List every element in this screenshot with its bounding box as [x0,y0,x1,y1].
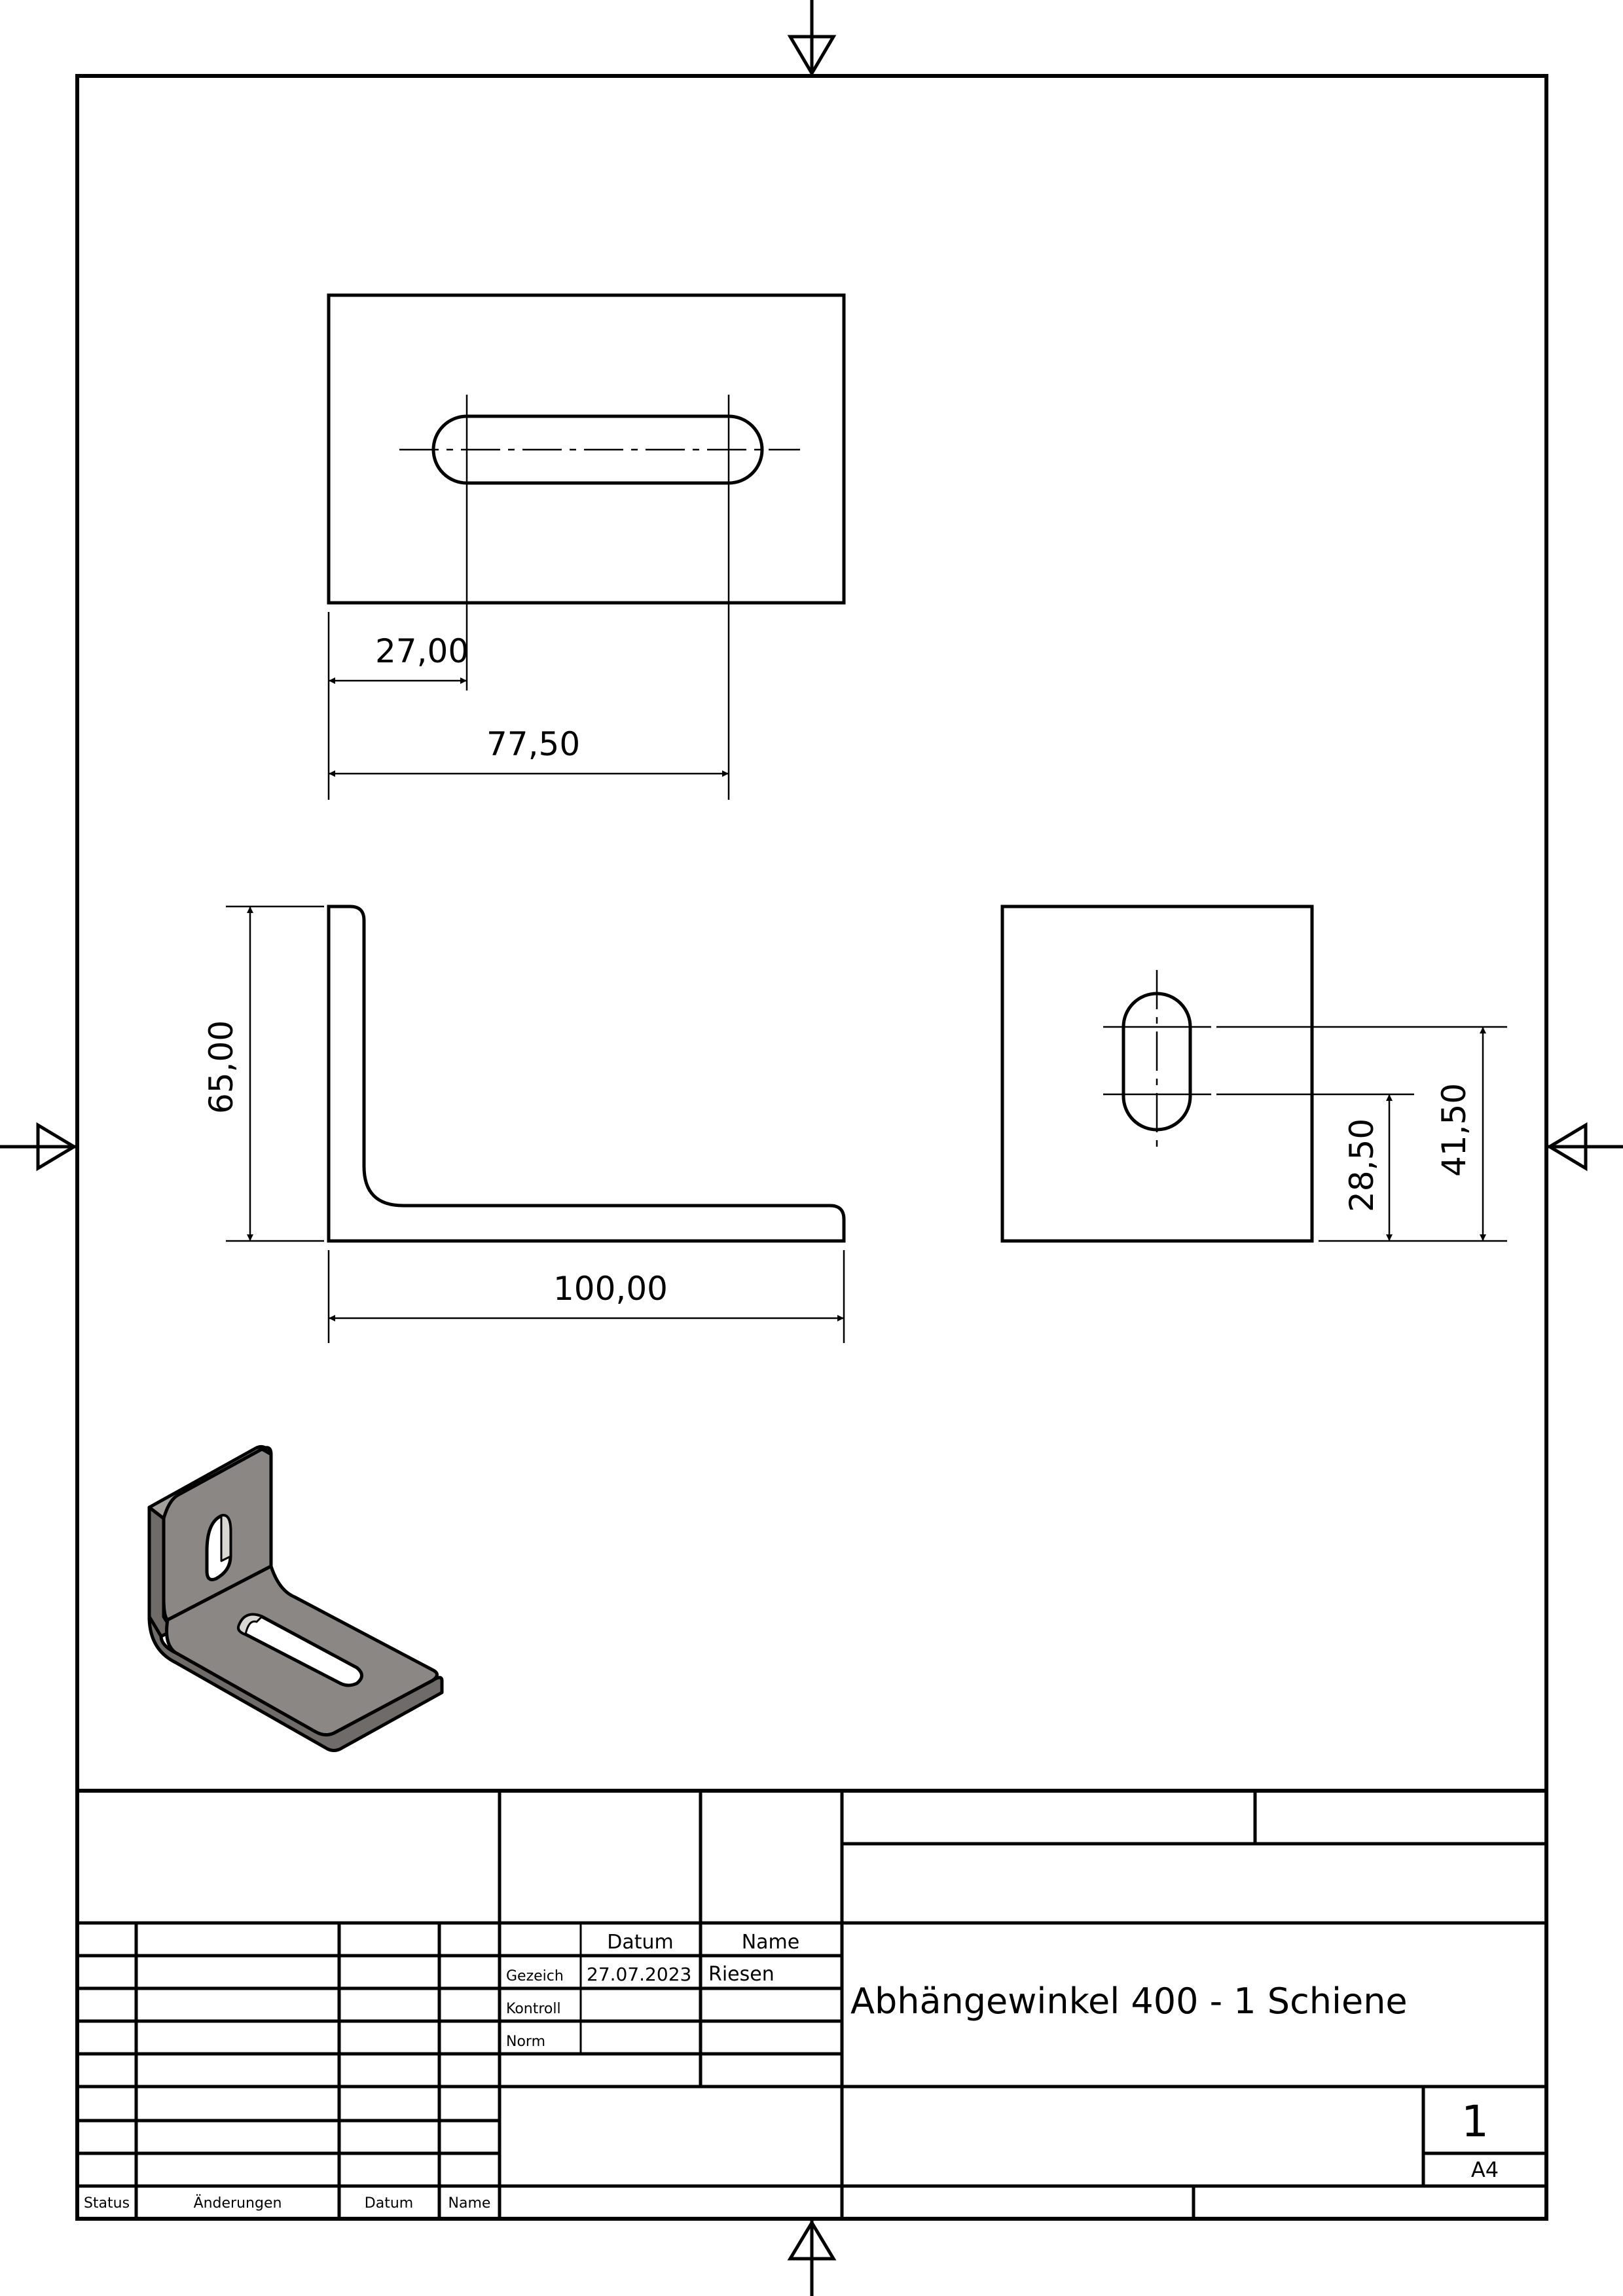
sheet-number: 1 [1461,2096,1489,2147]
side-view-outline [1000,905,1314,1243]
drawing-frame [75,74,1548,2221]
title-block-header-datum: Datum [607,1931,673,1954]
revision-col-date: Datum [365,2195,413,2212]
title-block [77,1789,1546,2219]
side-view [1000,905,1314,1243]
isometric-view [147,1445,444,1752]
top-view [327,293,846,605]
iso-vertical-slot-depth [220,1515,232,1562]
front-view-dimensions [226,905,845,1343]
title-block-drawn-name: Riesen [708,1963,775,1986]
dimension-right-slot-lower: 28,50 [1343,1119,1381,1212]
title-block-drawn-date: 27.07.2023 [587,1964,691,1985]
dimension-top-slot-end: 77,50 [486,725,580,763]
iso-top-edge [147,1445,273,1520]
dimension-side-length: 100,00 [553,1270,668,1308]
revision-col-name: Name [448,2195,491,2212]
front-view [327,905,846,1243]
iso-horizontal-edge [147,1615,444,1752]
drawing-title: Abhängewinkel 400 - 1 Schiene [850,1981,1408,2022]
front-view-profile [327,905,846,1243]
dimension-top-slot-offset: 27,00 [375,632,469,670]
title-block-checked-label: Kontroll [506,2001,561,2017]
top-view-dimensions [327,507,730,800]
dimension-right-slot-upper: 41,50 [1435,1083,1473,1177]
revision-col-status: Status [84,2195,130,2212]
title-block-norm-label: Norm [506,2034,545,2050]
dimension-side-height: 65,00 [202,1020,240,1114]
title-block-drawn-label: Gezeich [506,1968,564,1984]
sheet-format: A4 [1471,2157,1499,2182]
title-block-header-name: Name [742,1931,800,1954]
iso-horizontal-slot-depth [238,1613,263,1636]
top-view-outline [327,293,846,605]
side-view-dimensions [1216,1026,1507,1242]
revision-col-changes: Änderungen [194,2195,282,2212]
